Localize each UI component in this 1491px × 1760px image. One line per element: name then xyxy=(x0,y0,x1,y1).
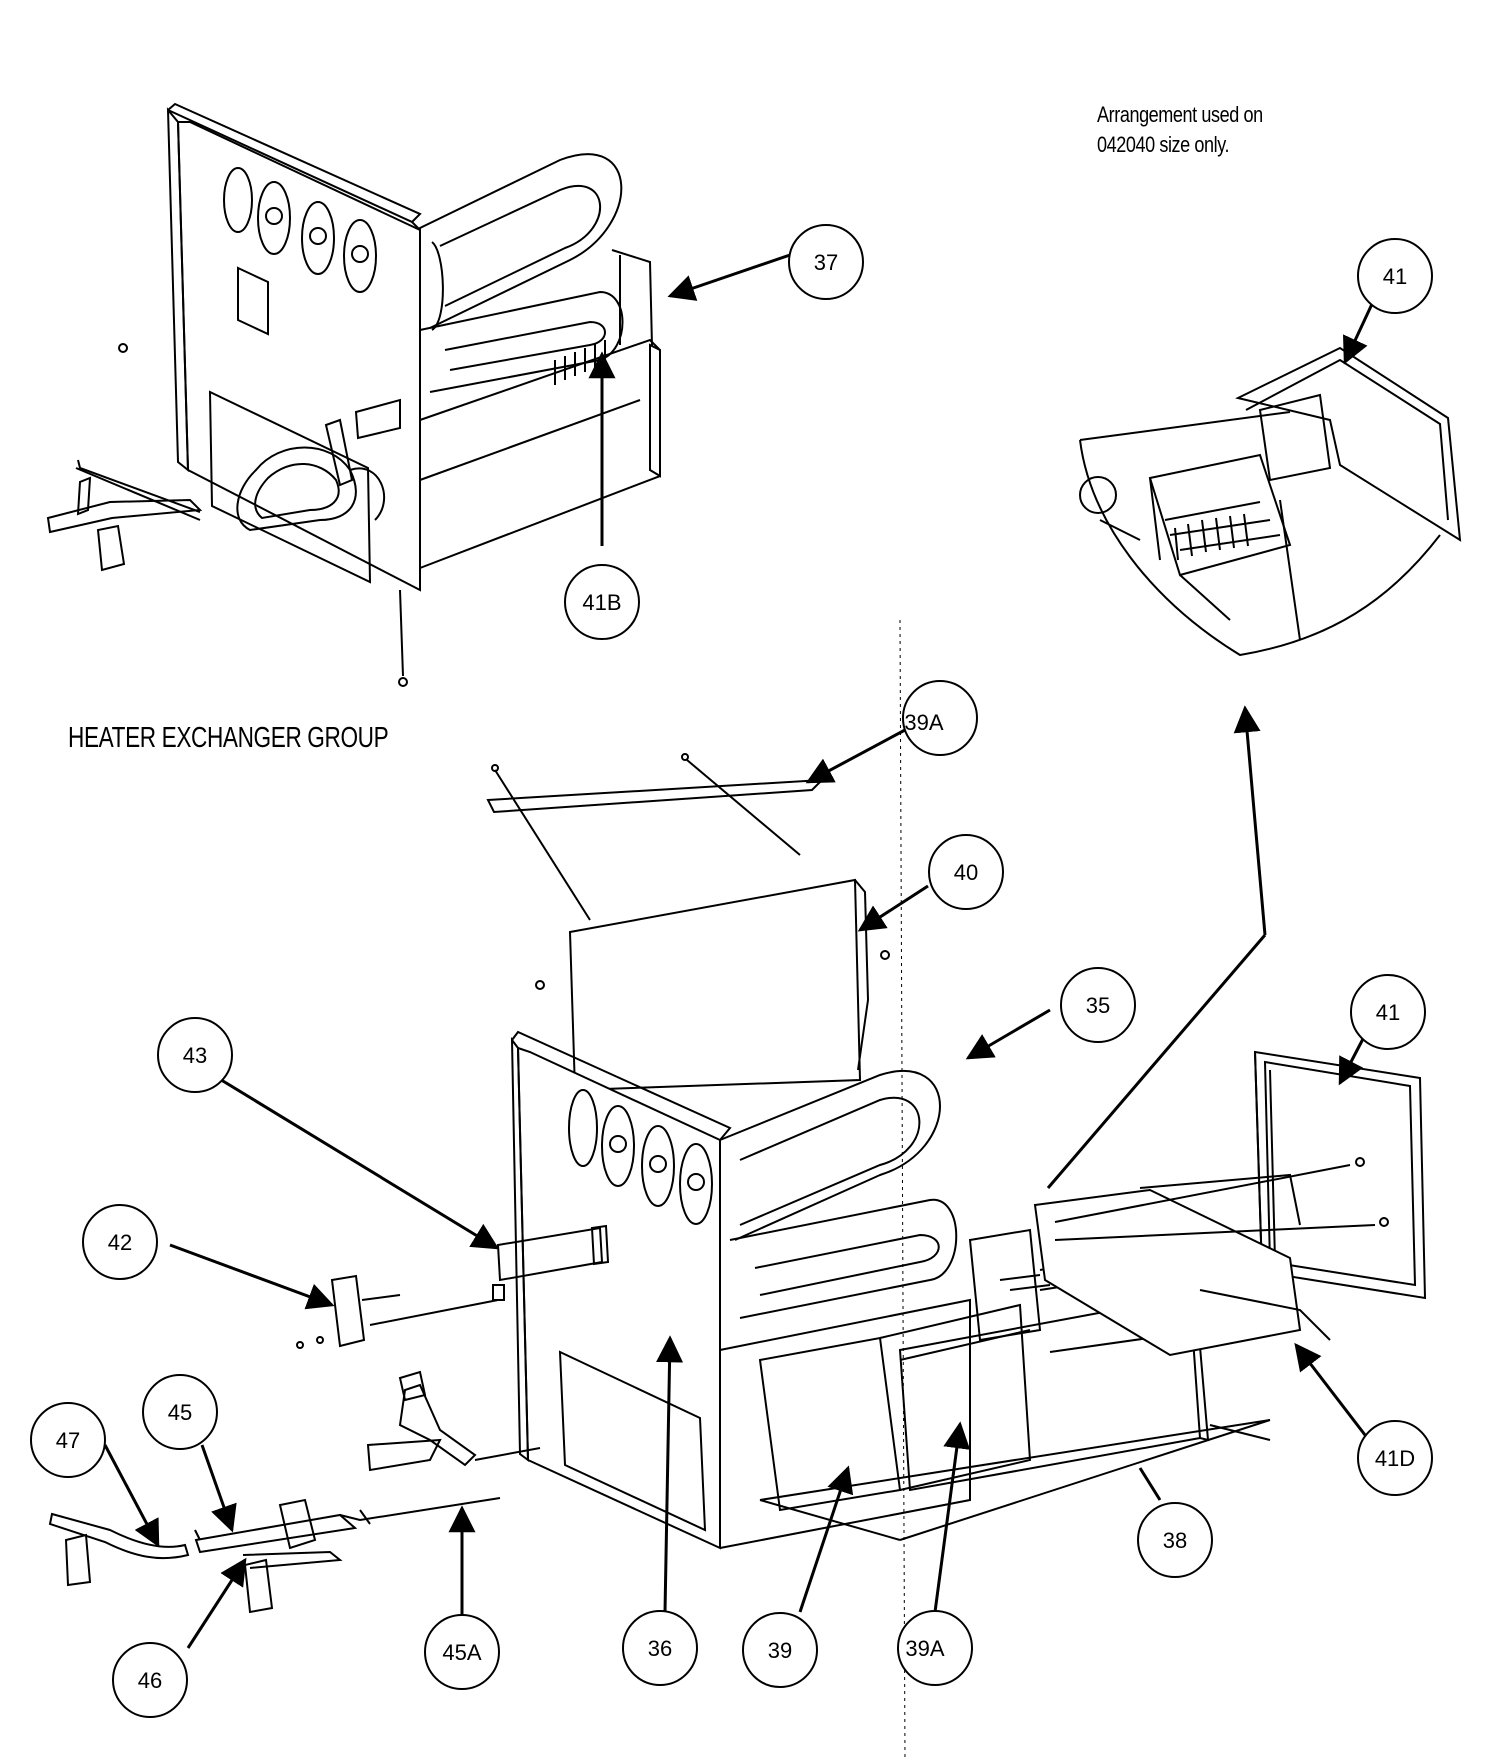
arrangement-note-line-2: 042040 size only. xyxy=(1097,132,1230,157)
callout-41b: 41B xyxy=(564,564,640,640)
callout-39a-top: 39A xyxy=(902,680,978,756)
callout-39: 39 xyxy=(742,1612,818,1688)
svg-text:43: 43 xyxy=(183,1043,207,1068)
svg-text:39A: 39A xyxy=(904,710,943,735)
svg-text:40: 40 xyxy=(954,860,978,885)
svg-text:41D: 41D xyxy=(1375,1446,1415,1471)
svg-text:39A: 39A xyxy=(905,1636,944,1661)
top-heat-exchanger-assembly xyxy=(46,102,661,687)
callout-43: 43 xyxy=(157,1017,233,1093)
svg-text:41: 41 xyxy=(1376,1000,1400,1025)
centerline xyxy=(899,619,906,1760)
arrangement-note-line-1: Arrangement used on xyxy=(1097,102,1263,127)
callout-45: 45 xyxy=(142,1374,218,1450)
callout-37: 37 xyxy=(788,224,864,300)
svg-text:46: 46 xyxy=(138,1668,162,1693)
svg-text:38: 38 xyxy=(1163,1528,1187,1553)
callout-38: 38 xyxy=(1137,1502,1213,1578)
svg-text:35: 35 xyxy=(1086,993,1110,1018)
callout-45a: 45A xyxy=(424,1614,500,1690)
callout-41: 41 xyxy=(1350,974,1426,1050)
svg-text:39: 39 xyxy=(768,1638,792,1663)
svg-text:36: 36 xyxy=(648,1636,672,1661)
inset-arrangement-view xyxy=(1079,346,1462,657)
bottom-exploded-assembly xyxy=(48,753,1427,1614)
callout-40: 40 xyxy=(928,834,1004,910)
callout-36: 36 xyxy=(622,1610,698,1686)
callout-46: 46 xyxy=(112,1642,188,1718)
svg-text:41: 41 xyxy=(1383,264,1407,289)
svg-text:37: 37 xyxy=(814,250,838,275)
svg-text:45A: 45A xyxy=(442,1640,481,1665)
callout-47: 47 xyxy=(30,1402,106,1478)
callout-41d: 41D xyxy=(1357,1420,1433,1496)
callout-35: 35 xyxy=(1060,967,1136,1043)
callout-41-inset: 41 xyxy=(1357,238,1433,314)
svg-text:41B: 41B xyxy=(582,590,621,615)
callout-42: 42 xyxy=(82,1204,158,1280)
svg-text:47: 47 xyxy=(56,1428,80,1453)
leader-lines xyxy=(103,253,1377,1649)
svg-text:45: 45 xyxy=(168,1400,192,1425)
svg-text:42: 42 xyxy=(108,1230,132,1255)
group-title: HEATER EXCHANGER GROUP xyxy=(68,722,389,754)
callout-39a-bottom: 39A xyxy=(897,1610,973,1686)
